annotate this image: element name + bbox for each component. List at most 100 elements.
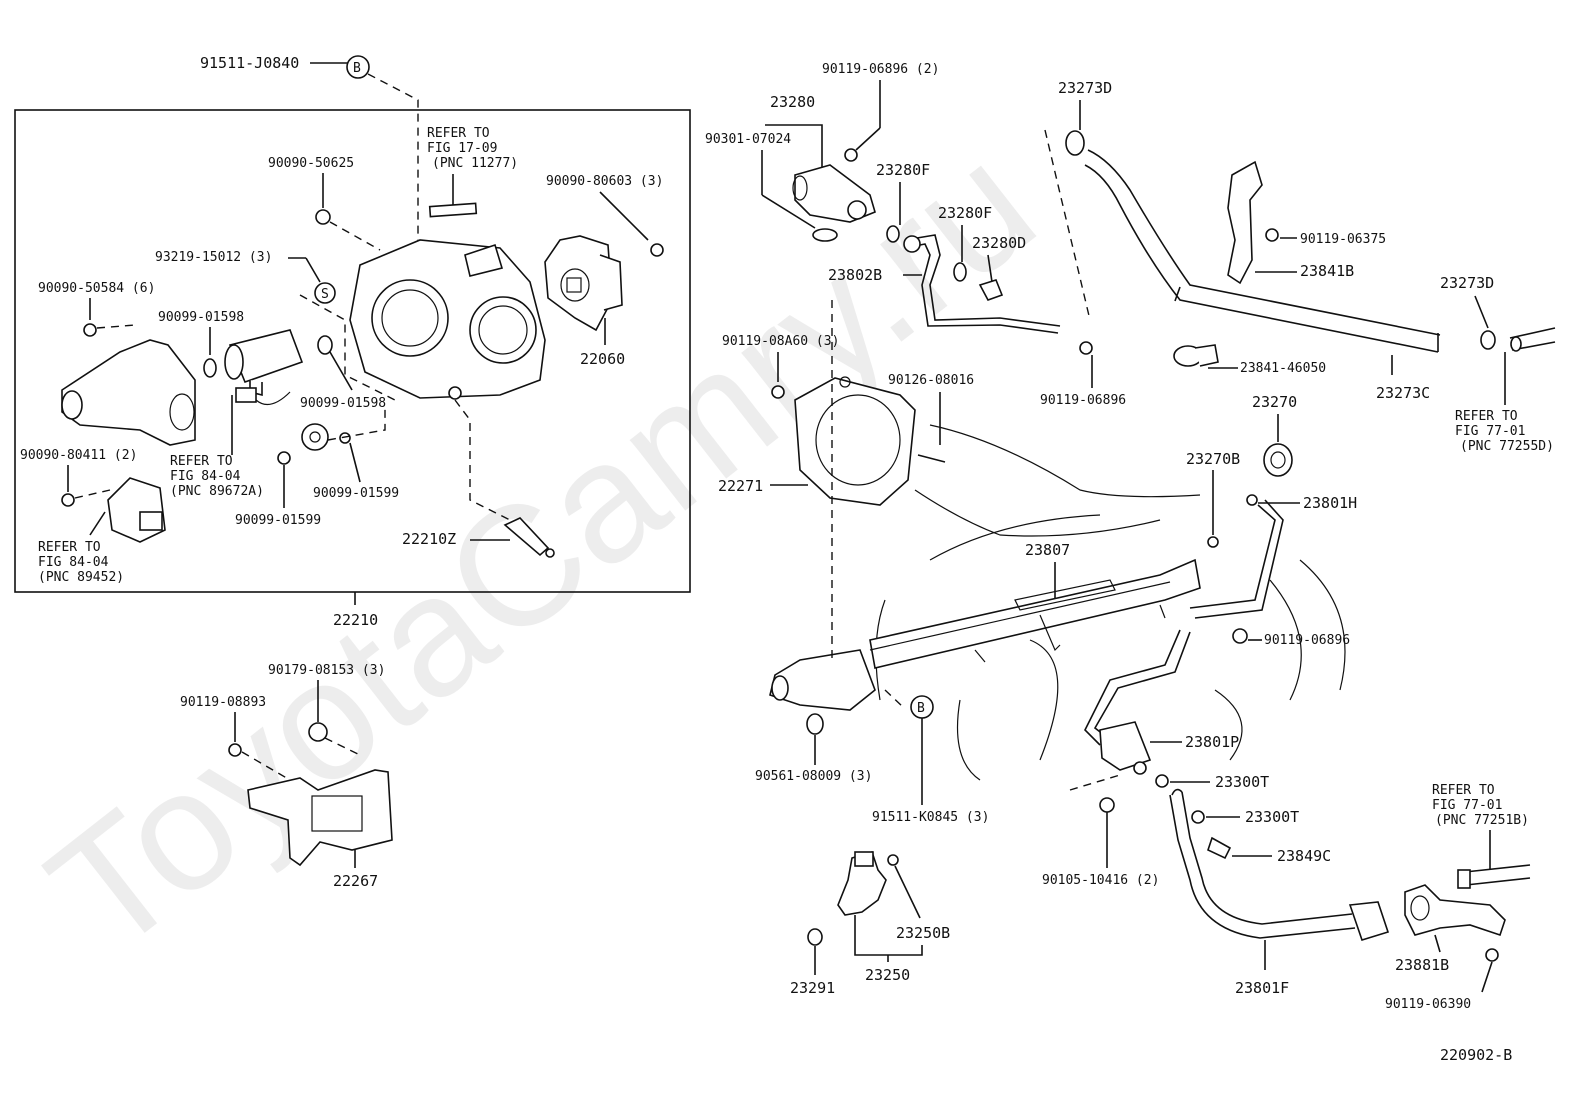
label-23291[interactable]: 23291 xyxy=(790,979,835,997)
label-23841B[interactable]: 23841B xyxy=(1300,262,1354,280)
label-90561-08009[interactable]: 90561-08009 (3) xyxy=(755,769,872,784)
refer-fig77b-line1[interactable]: REFER TO xyxy=(1432,783,1495,798)
oring-23270B xyxy=(1207,536,1219,548)
label-23801P[interactable]: 23801P xyxy=(1185,733,1239,751)
label-22210Z[interactable]: 22210Z xyxy=(402,530,456,548)
label-90099-01599-a[interactable]: 90099-01599 xyxy=(235,513,321,528)
bracket-23841B xyxy=(1227,160,1263,285)
pressure-regulator-end xyxy=(769,649,876,711)
stud-90126-08016 xyxy=(917,454,946,463)
leader-23280 xyxy=(765,124,823,168)
dashed-08153 xyxy=(324,737,361,756)
refer-fig84a-line1[interactable]: REFER TO xyxy=(170,454,233,469)
bolt-90119-08A60 xyxy=(771,385,785,399)
label-23273D-b[interactable]: 23273D xyxy=(1440,274,1494,292)
washer-90099-01599-b xyxy=(339,432,351,444)
label-90119-06896-2[interactable]: 90119-06896 (2) xyxy=(822,62,939,77)
refer-fig77a-line1[interactable]: REFER TO xyxy=(1455,409,1518,424)
label-23801F[interactable]: 23801F xyxy=(1235,979,1289,997)
insulator-90561-08009 xyxy=(806,713,824,735)
dashed-08893 xyxy=(241,751,291,781)
fuel-delivery-pipe-23807 xyxy=(869,558,1201,669)
label-90119-06896-a[interactable]: 90119-06896 xyxy=(1040,393,1126,408)
refer-fig84b-line2[interactable]: FIG 84-04 xyxy=(38,555,109,570)
label-22267[interactable]: 22267 xyxy=(333,872,378,890)
label-90119-06390[interactable]: 90119-06390 xyxy=(1385,997,1471,1012)
fuel-pipe-23802B xyxy=(903,234,1061,334)
label-23280F-a[interactable]: 23280F xyxy=(876,161,930,179)
refer-fig77a-line3[interactable]: (PNC 77255D) xyxy=(1460,439,1554,454)
dashed-50584 xyxy=(96,324,136,329)
leader-90099-01599-b xyxy=(349,442,361,483)
label-90090-50584[interactable]: 90090-50584 (6) xyxy=(38,281,155,296)
label-90099-01598-b[interactable]: 90099-01598 xyxy=(300,396,386,411)
label-90119-08A60[interactable]: 90119-08A60 (3) xyxy=(722,334,839,349)
refer-fig17-line1[interactable]: REFER TO xyxy=(427,126,490,141)
refer-fig84b-line1[interactable]: REFER TO xyxy=(38,540,101,555)
label-23841-46050[interactable]: 23841-46050 xyxy=(1240,361,1326,376)
label-23280D[interactable]: 23280D xyxy=(972,234,1026,252)
label-23807[interactable]: 23807 xyxy=(1025,541,1070,559)
label-93219-15012[interactable]: 93219-15012 (3) xyxy=(155,250,272,265)
pipe-end xyxy=(1510,336,1522,352)
label-90119-06375[interactable]: 90119-06375 xyxy=(1300,232,1386,247)
fuel-hose-23273C xyxy=(1084,149,1441,353)
label-90179-08153[interactable]: 90179-08153 (3) xyxy=(268,663,385,678)
label-22271[interactable]: 22271 xyxy=(718,477,763,495)
callout-s xyxy=(314,282,336,304)
label-23300T-b[interactable]: 23300T xyxy=(1245,808,1299,826)
label-90119-08893[interactable]: 90119-08893 xyxy=(180,695,266,710)
refer-fig17-line2[interactable]: FIG 17-09 xyxy=(427,141,497,156)
oring-90099-01598-b xyxy=(317,335,333,355)
dashed-91511-to-body xyxy=(367,73,419,250)
bolt-90119-06896-a xyxy=(1079,341,1093,355)
label-23280[interactable]: 23280 xyxy=(770,93,815,111)
label-90090-50625[interactable]: 90090-50625 xyxy=(268,156,354,171)
label-23801H[interactable]: 23801H xyxy=(1303,494,1357,512)
leader-90099-01598-b xyxy=(329,351,353,391)
label-23849C[interactable]: 23849C xyxy=(1277,847,1331,865)
label-91511-J0840[interactable]: 91511-J0840 xyxy=(200,54,299,72)
label-91511-K0845[interactable]: 91511-K0845 (3) xyxy=(872,810,989,825)
refer-fig77b-line2[interactable]: FIG 77-01 xyxy=(1432,798,1502,813)
label-90126-08016[interactable]: 90126-08016 xyxy=(888,373,974,388)
pipe-to-fig77b xyxy=(1464,864,1531,886)
refer-fig17-line3[interactable]: (PNC 11277) xyxy=(432,156,518,171)
throttle-housing-cover xyxy=(61,339,196,446)
leader-refer-fig84b xyxy=(89,511,106,536)
label-90090-80603[interactable]: 90090-80603 (3) xyxy=(546,174,663,189)
label-90119-06896-b[interactable]: 90119-06896 xyxy=(1264,633,1350,648)
oring-90099-01598-a xyxy=(203,358,217,378)
nut-90179-08153 xyxy=(308,722,328,742)
label-23270B[interactable]: 23270B xyxy=(1186,450,1240,468)
label-90090-80411[interactable]: 90090-80411 (2) xyxy=(20,448,137,463)
idle-air-sensor xyxy=(107,477,166,543)
label-90105-10416[interactable]: 90105-10416 (2) xyxy=(1042,873,1159,888)
refer-fig84a-line2[interactable]: FIG 84-04 xyxy=(170,469,241,484)
label-23250B[interactable]: 23250B xyxy=(896,924,950,942)
fuel-hose-23801F xyxy=(1169,788,1390,941)
label-23280F-b[interactable]: 23280F xyxy=(938,204,992,222)
label-23273C[interactable]: 23273C xyxy=(1376,384,1430,402)
label-90099-01598-a[interactable]: 90099-01598 xyxy=(158,310,244,325)
label-23802B[interactable]: 23802B xyxy=(828,266,882,284)
temp-sensor-22210Z xyxy=(503,517,555,558)
label-23250[interactable]: 23250 xyxy=(865,966,910,984)
label-23881B[interactable]: 23881B xyxy=(1395,956,1449,974)
union-23801P xyxy=(1099,721,1152,775)
label-23300T-a[interactable]: 23300T xyxy=(1215,773,1269,791)
refer-fig77b-line3[interactable]: (PNC 77251B) xyxy=(1435,813,1529,828)
dashed-23273D xyxy=(1044,129,1091,321)
label-90099-01599-b[interactable]: 90099-01599 xyxy=(313,486,399,501)
gasket-23300T-a xyxy=(1155,774,1169,788)
refer-fig84a-line3[interactable]: (PNC 89672A) xyxy=(170,484,264,499)
label-22060[interactable]: 22060 xyxy=(580,350,625,368)
refer-fig84b-line3[interactable]: (PNC 89452) xyxy=(38,570,124,585)
label-23270[interactable]: 23270 xyxy=(1252,393,1297,411)
leader-23881B xyxy=(1434,934,1441,953)
grommet-23291 xyxy=(807,928,823,946)
label-90301-07024[interactable]: 90301-07024 xyxy=(705,132,791,147)
label-23273D-a[interactable]: 23273D xyxy=(1058,79,1112,97)
label-22210[interactable]: 22210 xyxy=(333,611,378,629)
refer-fig77a-line2[interactable]: FIG 77-01 xyxy=(1455,424,1525,439)
